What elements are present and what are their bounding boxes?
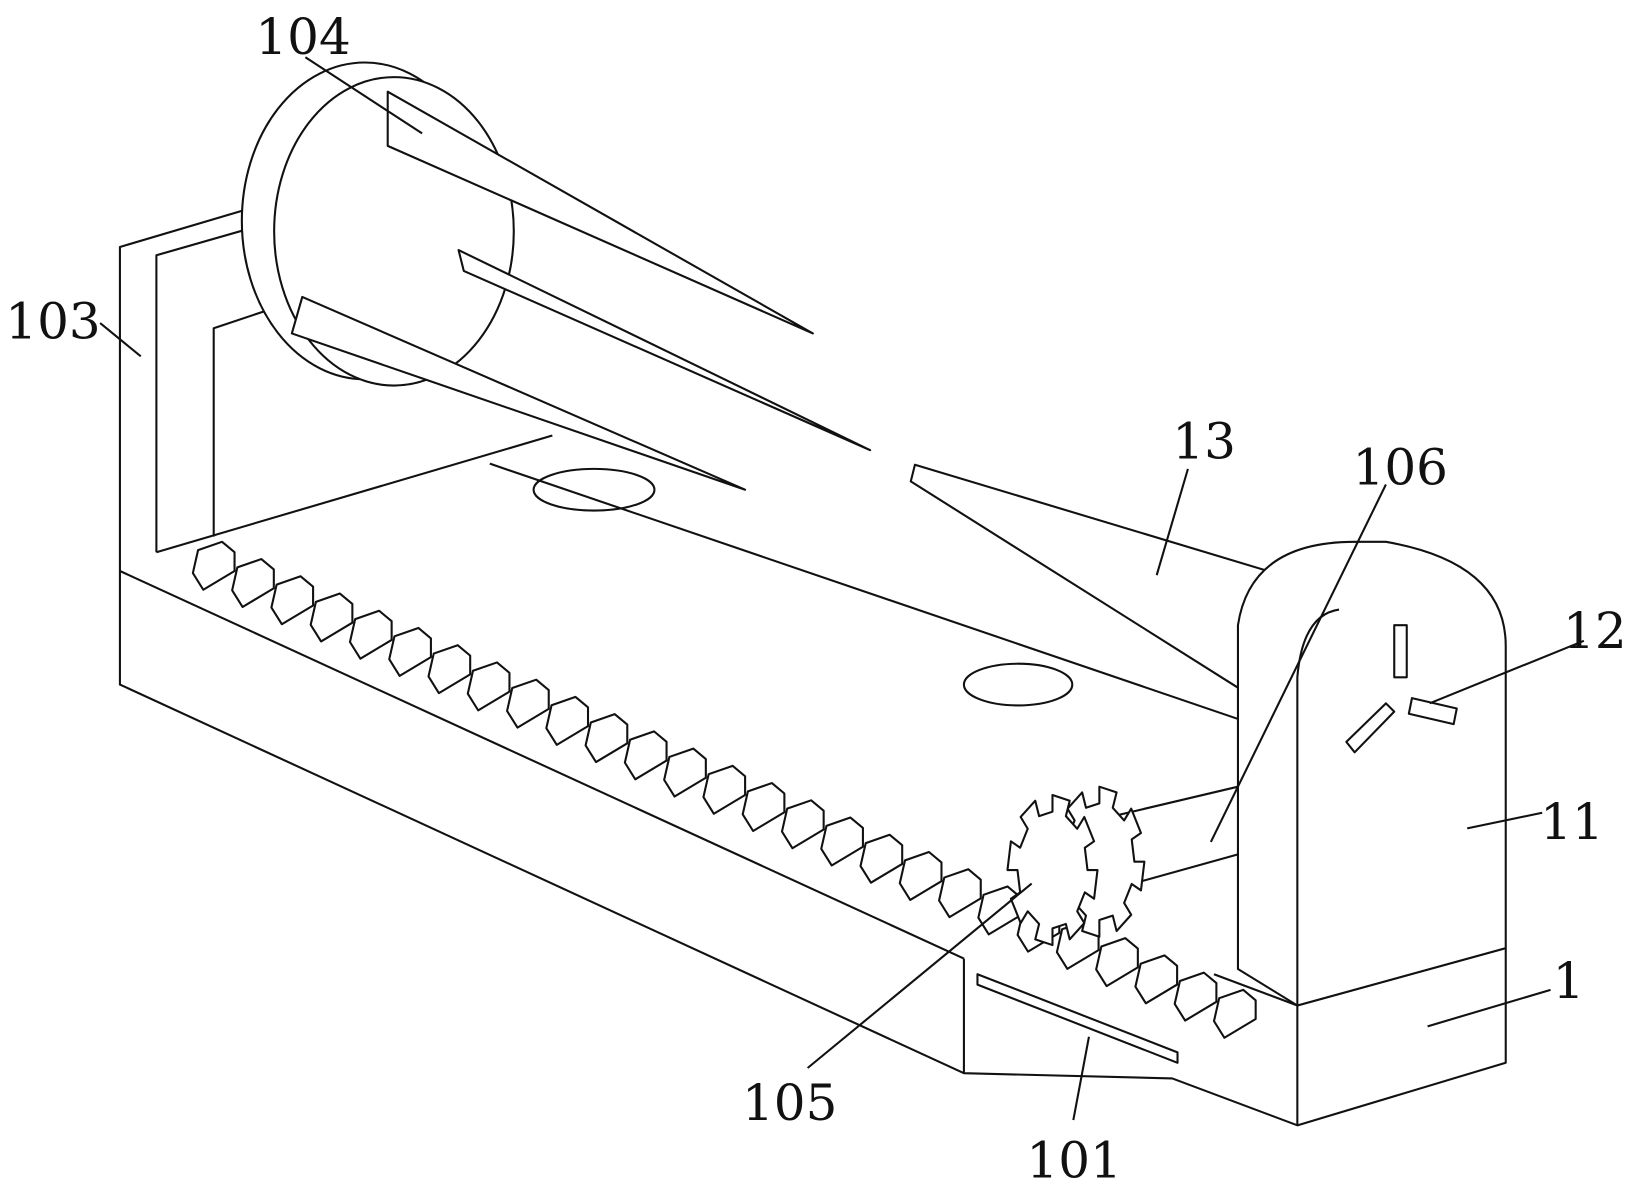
label-1: 1 xyxy=(1553,952,1585,1010)
tower-11 xyxy=(1238,542,1506,1006)
hole-right xyxy=(964,664,1072,706)
rack-tooth xyxy=(311,594,353,642)
rack-tooth xyxy=(1175,973,1217,1021)
rack-tooth xyxy=(703,766,745,814)
label-105: 105 xyxy=(742,1074,837,1132)
rack-tooth xyxy=(468,662,510,710)
rack-tooth xyxy=(861,835,903,883)
rack-tooth xyxy=(271,576,313,624)
label-13: 13 xyxy=(1172,412,1236,470)
rack-tooth xyxy=(939,869,981,917)
rack-tooth xyxy=(389,628,431,676)
rack-tooth xyxy=(900,852,942,900)
gear-front-face xyxy=(1007,795,1097,945)
label-104: 104 xyxy=(255,8,350,66)
rack-tooth xyxy=(743,783,785,831)
rack-tooth xyxy=(821,818,863,866)
rack-tooth xyxy=(586,714,628,762)
label-101: 101 xyxy=(1026,1131,1121,1189)
rack-tooth xyxy=(664,749,706,797)
rack-tooth xyxy=(782,800,824,848)
cone-13 xyxy=(911,465,1292,688)
hole-left xyxy=(534,469,655,511)
rack-tooth xyxy=(429,645,471,693)
cone-assembly-104 xyxy=(242,63,870,490)
rack-tooth xyxy=(625,731,667,779)
label-11: 11 xyxy=(1540,793,1604,851)
rack-tooth xyxy=(350,611,392,659)
label-106: 106 xyxy=(1353,439,1448,497)
rack-tooth xyxy=(1135,955,1177,1003)
rack-tooth xyxy=(193,542,235,590)
label-103: 103 xyxy=(5,293,100,351)
rack-tooth xyxy=(507,680,549,728)
rack-tooth xyxy=(546,697,588,745)
rack-tooth xyxy=(1096,938,1138,986)
rack-tooth xyxy=(232,559,274,607)
rack-tooth xyxy=(1214,990,1256,1038)
label-12: 12 xyxy=(1563,602,1627,660)
